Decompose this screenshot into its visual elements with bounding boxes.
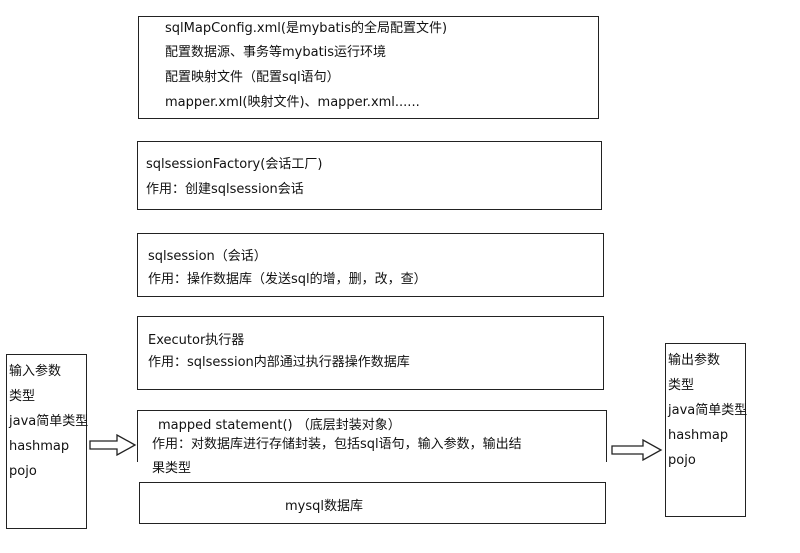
database-box: mysql数据库 [139,482,606,524]
config-line: sqlMapConfig.xml(是mybatis的全局配置文件) [165,21,448,36]
input-line: pojo [9,464,37,479]
input-line: 输入参数 [9,364,62,379]
executor-title: Executor执行器 [148,333,245,348]
executor-desc: 作用：sqlsession内部通过执行器操作数据库 [148,355,410,370]
session-box: sqlsession（会话） 作用：操作数据库（发送sql的增，删，改，查） [137,233,604,297]
factory-title: sqlsessionFactory(会话工厂) [146,157,323,172]
output-arrow-icon [611,439,663,461]
session-desc: 作用：操作数据库（发送sql的增，删，改，查） [148,272,427,287]
executor-box: Executor执行器 作用：sqlsession内部通过执行器操作数据库 [137,316,604,390]
config-line: 配置数据源、事务等mybatis运行环境 [165,45,387,60]
output-line: 输出参数 [668,353,721,368]
input-line: hashmap [9,439,70,454]
output-types-box: 输出参数 类型 java简单类型 hashmap pojo [665,343,748,517]
mapped-title: mapped statement() （底层封装对象） [158,418,401,433]
input-line: 类型 [9,389,36,404]
factory-desc: 作用：创建sqlsession会话 [146,182,304,197]
database-title: mysql数据库 [285,499,363,514]
output-line: java简单类型 [668,403,748,418]
input-types-box: 输入参数 类型 java简单类型 hashmap pojo [6,354,89,529]
input-arrow-icon [89,434,137,456]
mapped-statement-box: mapped statement() （底层封装对象） 作用：对数据库进行存储封… [137,410,607,476]
output-line: pojo [668,453,696,468]
mapped-desc-cont: 果类型 [152,461,192,476]
config-line: 配置映射文件（配置sql语句） [165,70,340,85]
input-line: java简单类型 [9,414,89,429]
config-box: sqlMapConfig.xml(是mybatis的全局配置文件) 配置数据源、… [138,16,599,119]
output-line: 类型 [668,378,695,393]
mapped-desc: 作用：对数据库进行存储封装，包括sql语句，输入参数，输出结 [152,437,522,452]
factory-box: sqlsessionFactory(会话工厂) 作用：创建sqlsession会… [137,141,602,210]
session-title: sqlsession（会话） [148,249,267,264]
output-line: hashmap [668,428,729,443]
config-line: mapper.xml(映射文件)、mapper.xml...... [165,95,420,110]
